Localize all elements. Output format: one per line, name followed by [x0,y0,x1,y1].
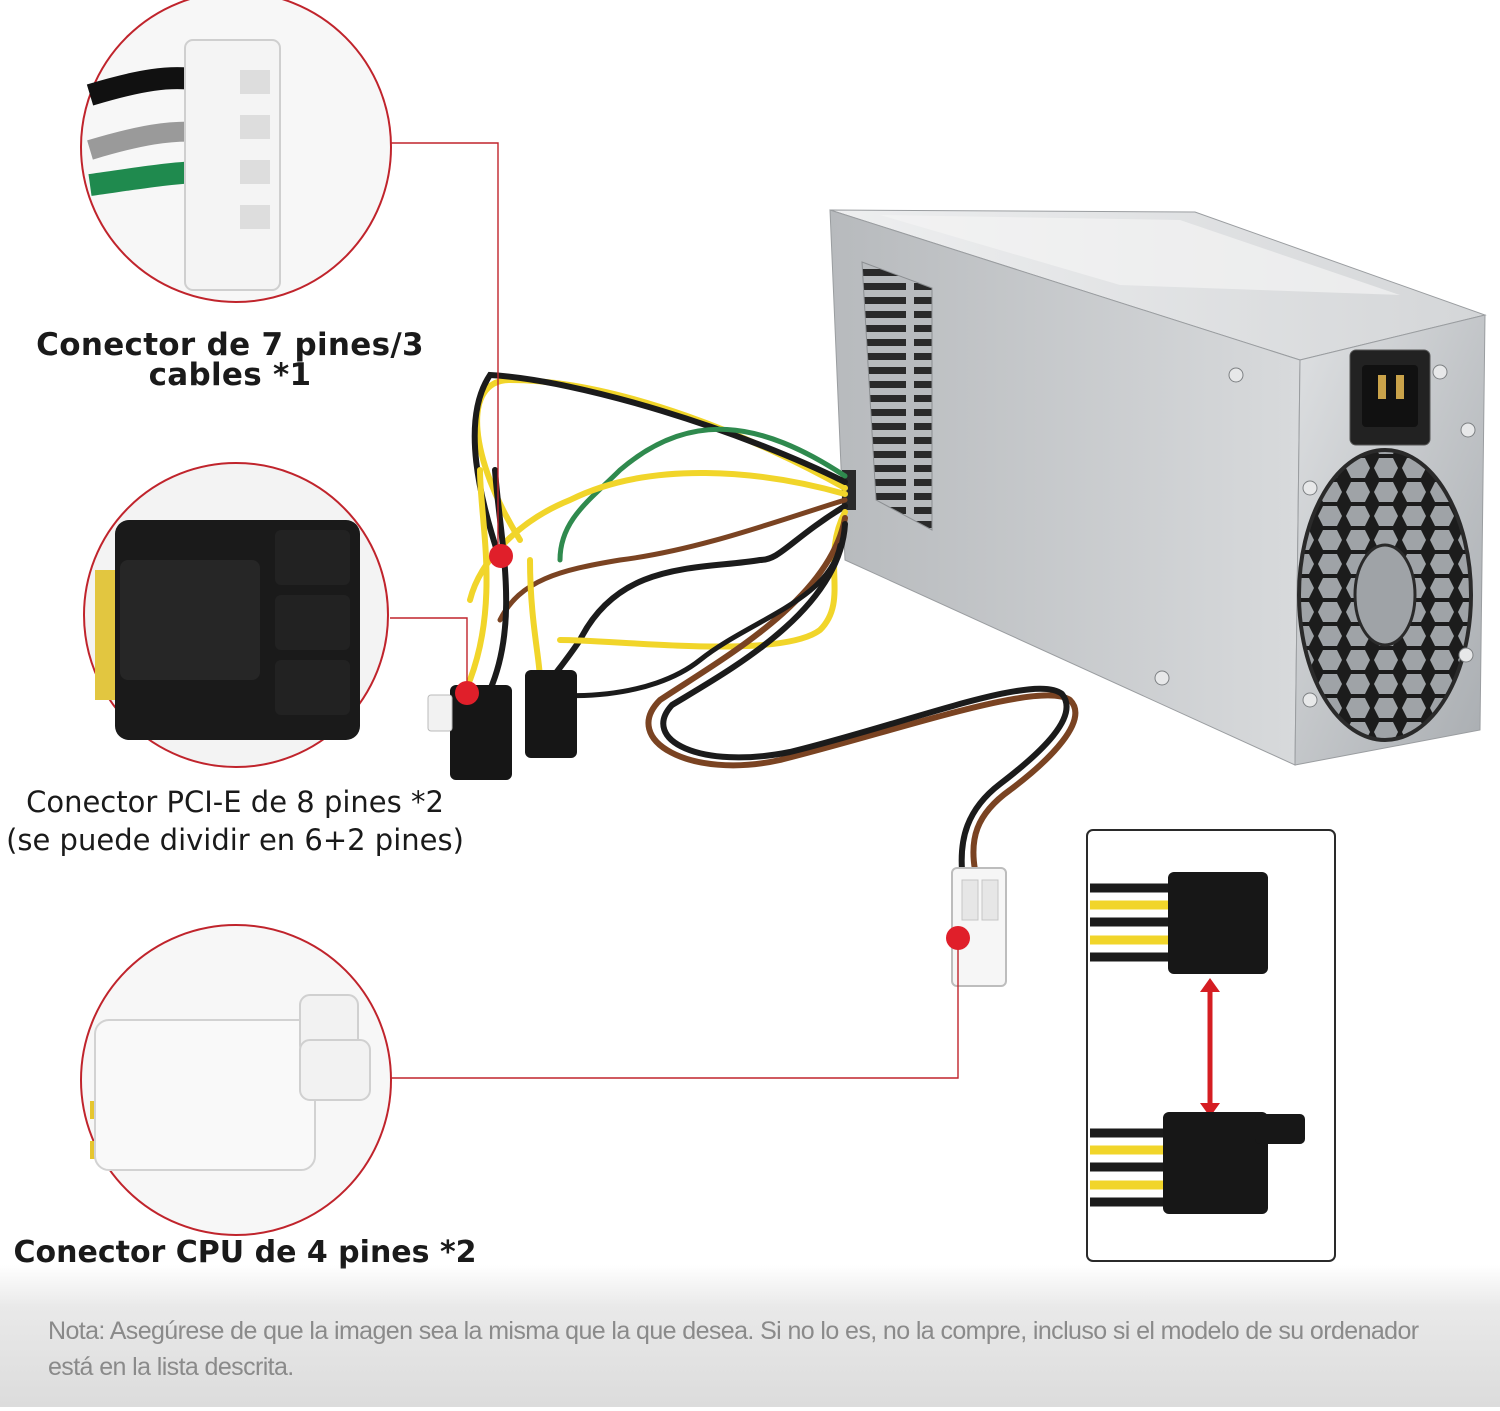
note-text: Nota: Asegúrese de que la imagen sea la … [48,1317,1419,1381]
label-7pin-line1: Conector de 7 pines/3 [36,327,424,363]
cable-bundle [467,371,1079,873]
label-7pin-connector: Conector de 7 pines/3 cables *1 [20,327,440,393]
label-pcie-line2: (se puede dividir en 6+2 pines) [6,823,464,857]
callout-cpu [80,924,392,1236]
power-supply-unit [829,209,1487,766]
label-cpu-connector: Conector CPU de 4 pines *2 [13,1235,477,1270]
cpu-connector-photo [951,867,1007,987]
pcie-connector-photo [427,670,577,780]
marker-dot-pcie [455,681,479,705]
label-7pin-line2: cables *1 [148,357,312,393]
marker-dot-cpu [946,926,970,950]
label-pcie-line1: Conector PCI-E de 8 pines *2 [26,785,444,819]
inset-split-connector [1086,829,1336,1262]
callout-pcie [83,462,389,768]
label-pcie-connector: Conector PCI-E de 8 pines *2 (se puede d… [0,783,470,859]
callout-line-7pin [390,142,499,555]
callout-line-cpu [390,940,959,1079]
marker-dot-7pin [489,544,513,568]
note-banner [0,1265,1500,1407]
callout-7pin [80,0,392,303]
callout-line-pcie [390,617,468,695]
